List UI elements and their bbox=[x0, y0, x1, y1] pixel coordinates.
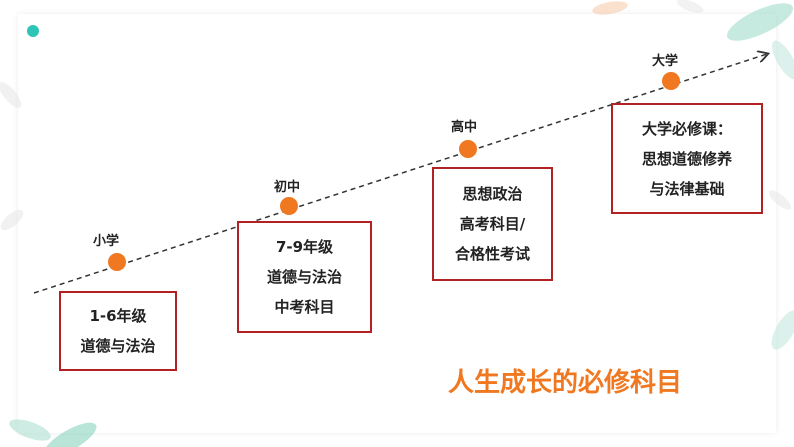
stage-box-line: 大学必修课： bbox=[641, 119, 732, 138]
stage-box-line: 高考科目/ bbox=[459, 215, 526, 233]
stage-box-junior: 7-9年级 道德与法治 中考科目 bbox=[237, 221, 372, 333]
stage-label-junior: 初中 bbox=[273, 180, 301, 195]
stage-label-senior: 高中 bbox=[450, 120, 478, 135]
dashed-timeline-line bbox=[33, 54, 767, 294]
stage-node-university bbox=[662, 72, 680, 90]
stage-label-primary: 小学 bbox=[92, 234, 120, 249]
stage-node-senior bbox=[459, 140, 477, 158]
teal-dot-decoration bbox=[27, 25, 39, 37]
stage-box-line: 思想政治 bbox=[462, 185, 523, 203]
stage-node-primary bbox=[108, 253, 126, 271]
slide-caption: 人生成长的必修科目 bbox=[448, 368, 683, 398]
stage-box-line: 与法律基础 bbox=[649, 179, 725, 198]
stage-box-line: 道德与法治 bbox=[266, 268, 342, 286]
stage-box-line: 道德与法治 bbox=[80, 337, 156, 355]
stage-box-line: 7-9年级 bbox=[275, 238, 334, 256]
stage-box-line: 1-6年级 bbox=[89, 307, 147, 325]
stage-label-university: 大学 bbox=[651, 54, 679, 69]
stage-box-university: 大学必修课： 思想道德修养 与法律基础 bbox=[611, 103, 763, 214]
stage-box-line: 合格性考试 bbox=[454, 245, 530, 263]
stage-box-line: 思想道德修养 bbox=[641, 149, 732, 168]
stage-node-junior bbox=[280, 197, 298, 215]
stage-box-primary: 1-6年级 道德与法治 bbox=[59, 291, 177, 371]
stage-box-senior: 思想政治 高考科目/ 合格性考试 bbox=[432, 167, 553, 281]
stage-box-line: 中考科目 bbox=[274, 298, 335, 316]
